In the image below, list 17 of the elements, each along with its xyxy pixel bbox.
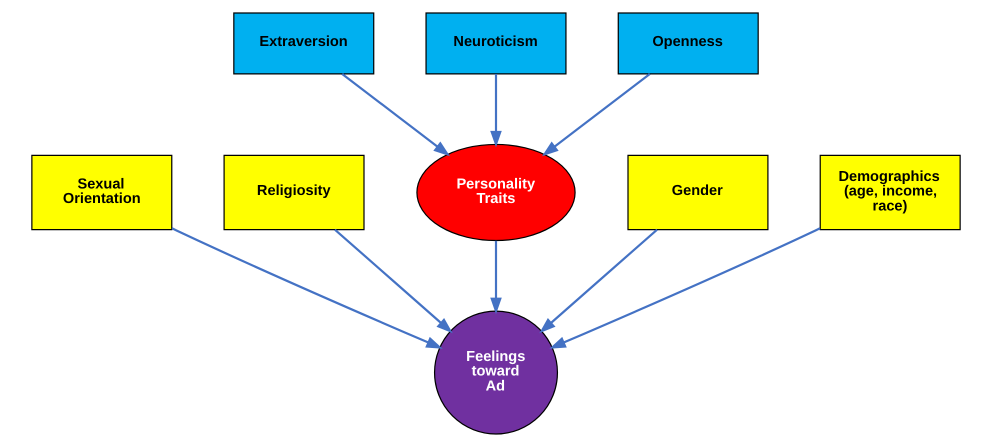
node-box: Extraversion xyxy=(232,12,374,74)
arrow xyxy=(538,228,658,334)
node-circle: Feelings toward Ad xyxy=(433,310,558,435)
node-box: Openness xyxy=(617,12,758,74)
node-box: Sexual Orientation xyxy=(30,154,172,230)
node-box: Gender xyxy=(626,154,768,230)
node-ellipse: Personality Traits xyxy=(416,144,576,242)
arrow xyxy=(334,228,452,334)
node-box: Demographics (age, income, race) xyxy=(819,154,960,230)
arrow xyxy=(548,227,820,349)
arrow xyxy=(341,73,450,156)
node-box: Neuroticism xyxy=(424,12,566,74)
arrow xyxy=(542,73,650,156)
node-box: Religiosity xyxy=(222,154,364,230)
arrow xyxy=(171,227,442,349)
arrow xyxy=(490,240,502,314)
arrow xyxy=(490,74,502,148)
